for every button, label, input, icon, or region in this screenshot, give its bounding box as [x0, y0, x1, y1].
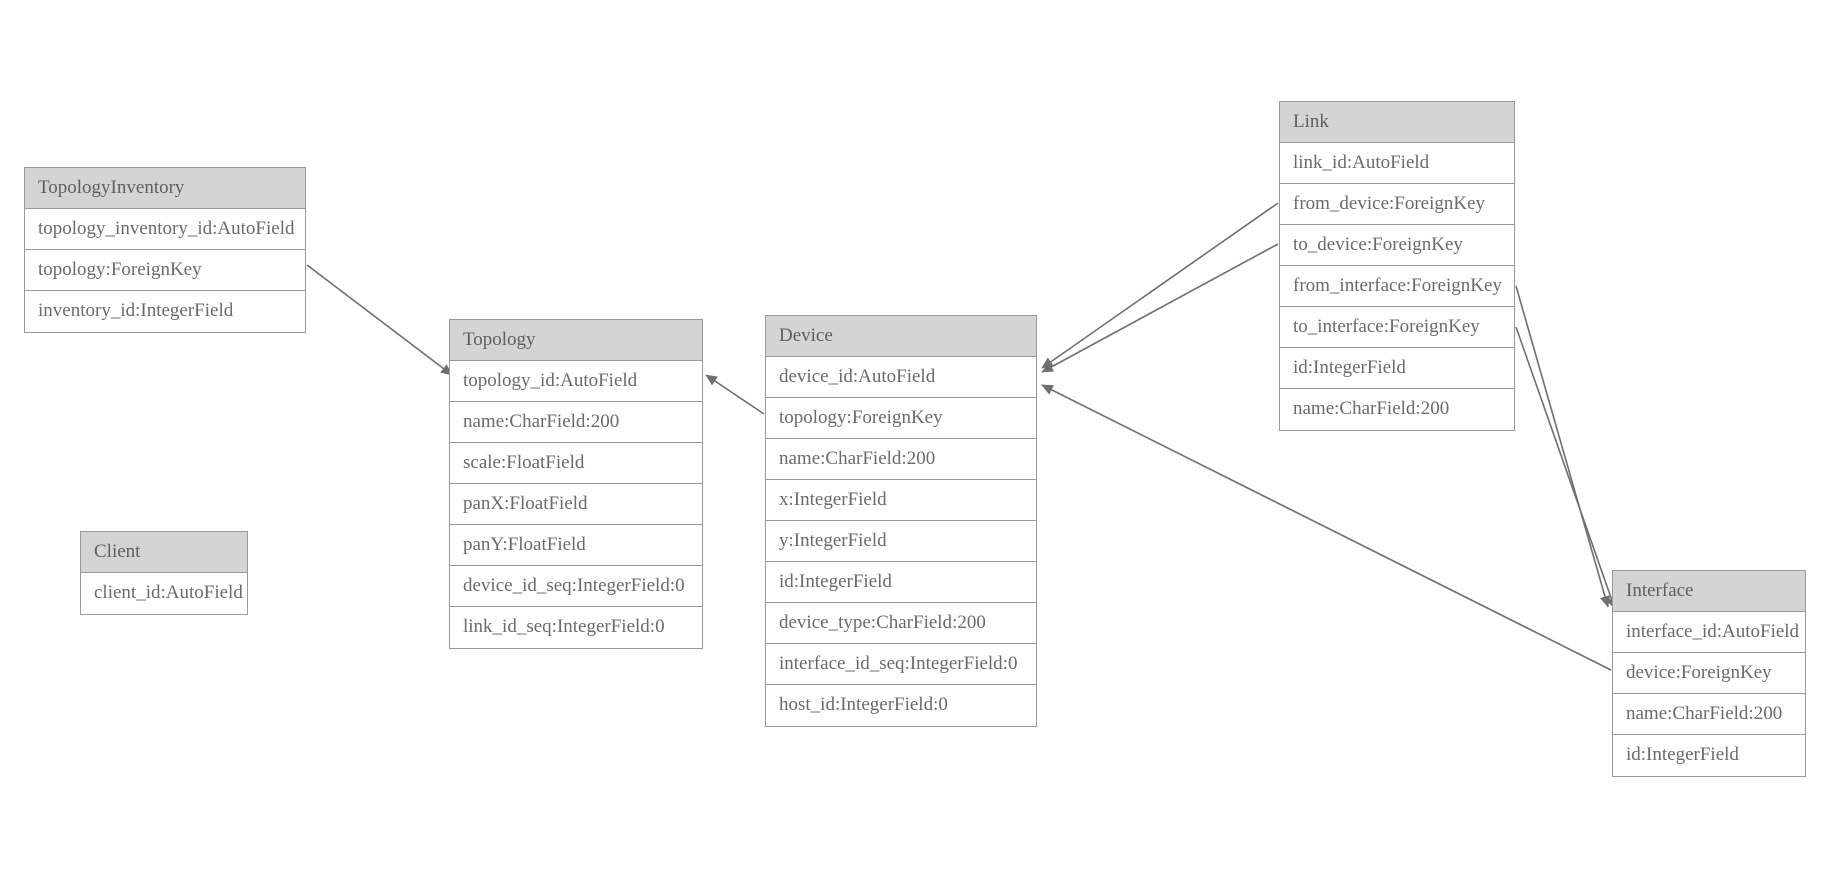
- entity-field: topology_id:AutoField: [450, 361, 702, 402]
- entity-interface[interactable]: Interface interface_id:AutoField device:…: [1612, 570, 1806, 777]
- entity-title-topologyinventory: TopologyInventory: [25, 168, 305, 209]
- edge-link-from-interface: [1515, 285, 1611, 608]
- entity-field: device_type:CharField:200: [766, 603, 1036, 644]
- entity-field: topology_inventory_id:AutoField: [25, 209, 305, 250]
- entity-field: host_id:IntegerField:0: [766, 685, 1036, 726]
- entity-field: from_interface:ForeignKey: [1280, 266, 1514, 307]
- entity-field: name:CharField:200: [766, 439, 1036, 480]
- entity-field: id:IntegerField: [766, 562, 1036, 603]
- entity-field: inventory_id:IntegerField: [25, 291, 305, 332]
- entity-client[interactable]: Client client_id:AutoField: [80, 531, 248, 615]
- entity-title-client: Client: [81, 532, 247, 573]
- entity-device[interactable]: Device device_id:AutoField topology:Fore…: [765, 315, 1037, 727]
- entity-topologyinventory[interactable]: TopologyInventory topology_inventory_id:…: [24, 167, 306, 333]
- entity-title-link: Link: [1280, 102, 1514, 143]
- entity-field: id:IntegerField: [1613, 735, 1805, 776]
- edge-link-to-interface: [1515, 326, 1617, 610]
- entity-field: client_id:AutoField: [81, 573, 247, 614]
- entity-title-interface: Interface: [1613, 571, 1805, 612]
- entity-field: topology:ForeignKey: [766, 398, 1036, 439]
- entity-field: topology:ForeignKey: [25, 250, 305, 291]
- entity-field: device:ForeignKey: [1613, 653, 1805, 694]
- entity-field: scale:FloatField: [450, 443, 702, 484]
- entity-field: device_id:AutoField: [766, 357, 1036, 398]
- entity-field: panY:FloatField: [450, 525, 702, 566]
- entity-field: name:CharField:200: [450, 402, 702, 443]
- entity-link[interactable]: Link link_id:AutoField from_device:Forei…: [1279, 101, 1515, 431]
- entity-field: to_device:ForeignKey: [1280, 225, 1514, 266]
- entity-field: interface_id_seq:IntegerField:0: [766, 644, 1036, 685]
- entity-field: name:CharField:200: [1613, 694, 1805, 735]
- entity-field: device_id_seq:IntegerField:0: [450, 566, 702, 607]
- entity-field: y:IntegerField: [766, 521, 1036, 562]
- entity-field: x:IntegerField: [766, 480, 1036, 521]
- entity-field: interface_id:AutoField: [1613, 612, 1805, 653]
- edge-topologyinventory-topology: [306, 264, 453, 376]
- entity-field: to_interface:ForeignKey: [1280, 307, 1514, 348]
- entity-field: panX:FloatField: [450, 484, 702, 525]
- edge-device-topology: [705, 374, 765, 415]
- entity-field: link_id:AutoField: [1280, 143, 1514, 184]
- entity-field: link_id_seq:IntegerField:0: [450, 607, 702, 648]
- edge-link-from-device: [1041, 202, 1279, 369]
- entity-title-topology: Topology: [450, 320, 702, 361]
- entity-field: name:CharField:200: [1280, 389, 1514, 430]
- entity-title-device: Device: [766, 316, 1036, 357]
- entity-field: from_device:ForeignKey: [1280, 184, 1514, 225]
- entity-field: id:IntegerField: [1280, 348, 1514, 389]
- edge-link-to-device: [1041, 243, 1279, 373]
- entity-topology[interactable]: Topology topology_id:AutoField name:Char…: [449, 319, 703, 649]
